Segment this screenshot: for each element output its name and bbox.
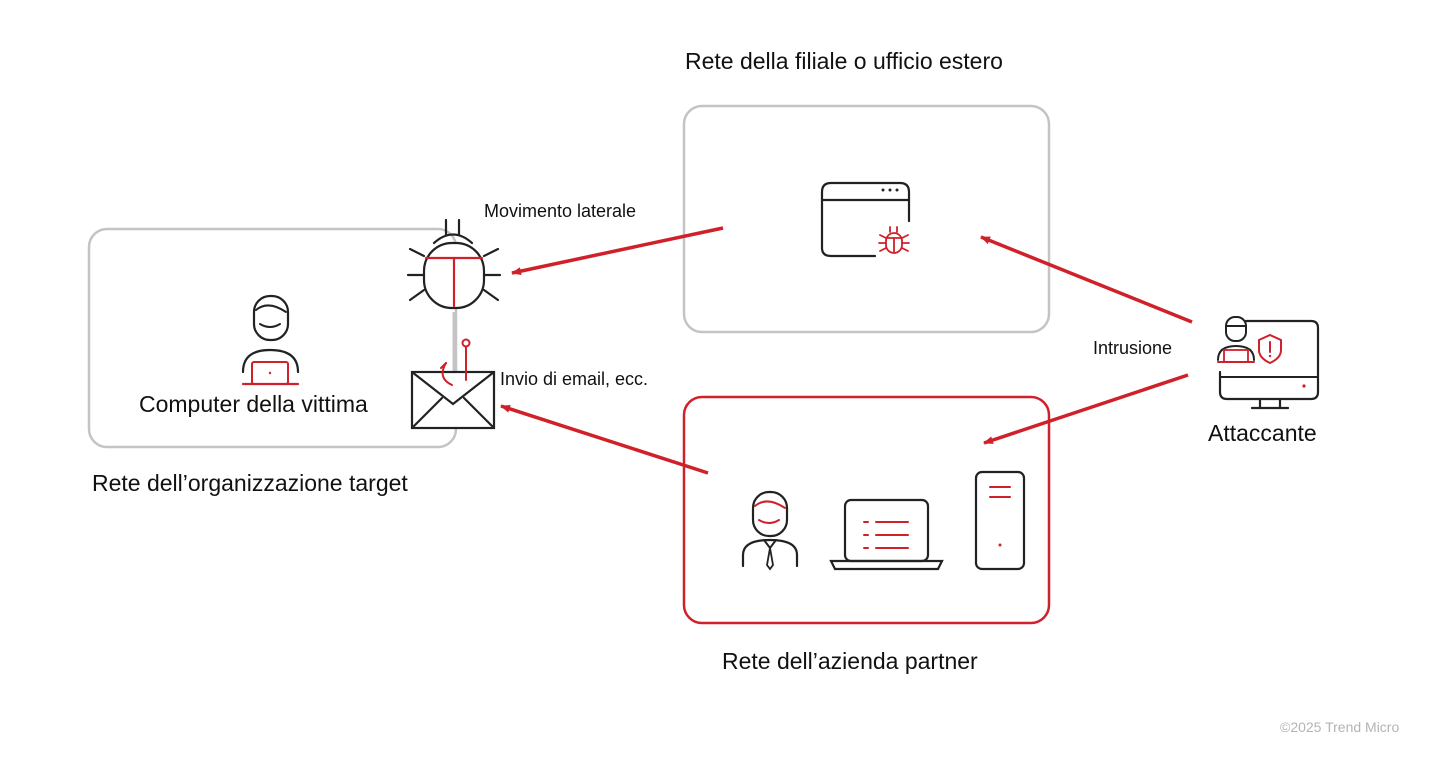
copyright-text: ©2025 Trend Micro <box>1280 719 1400 735</box>
intrusion-label: Intrusione <box>1093 338 1173 358</box>
arrow-intrusion-branch <box>980 235 1193 324</box>
email-sending-label: Invio di email, ecc. <box>500 369 649 389</box>
target-network-label: Rete dell’organizzazione target <box>92 470 408 496</box>
businessman-icon <box>741 490 799 571</box>
arrow-lateral-movement <box>511 226 724 276</box>
laptop-icon <box>829 498 944 571</box>
partner-network-label: Rete dell’azienda partner <box>722 648 978 674</box>
mobile-device-icon <box>974 470 1026 571</box>
branch-network-box <box>682 104 1051 334</box>
email-icon <box>410 338 496 430</box>
attacker-label: Attaccante <box>1208 420 1317 446</box>
partner-network-box <box>682 395 1051 625</box>
hacker-monitor-icon <box>1217 316 1320 410</box>
lateral-movement-label: Movimento laterale <box>484 201 637 221</box>
victim-computer-label: Computer della vittima <box>139 391 368 417</box>
bug-icon <box>406 218 502 310</box>
target-network-box <box>87 227 458 449</box>
branch-network-label: Rete della filiale o ufficio estero <box>685 48 1003 74</box>
arrow-intrusion-partner <box>983 373 1189 445</box>
arrow-email-sending <box>500 404 709 475</box>
browser-window-bug-icon <box>820 181 911 258</box>
user-laptop-icon <box>241 294 300 386</box>
